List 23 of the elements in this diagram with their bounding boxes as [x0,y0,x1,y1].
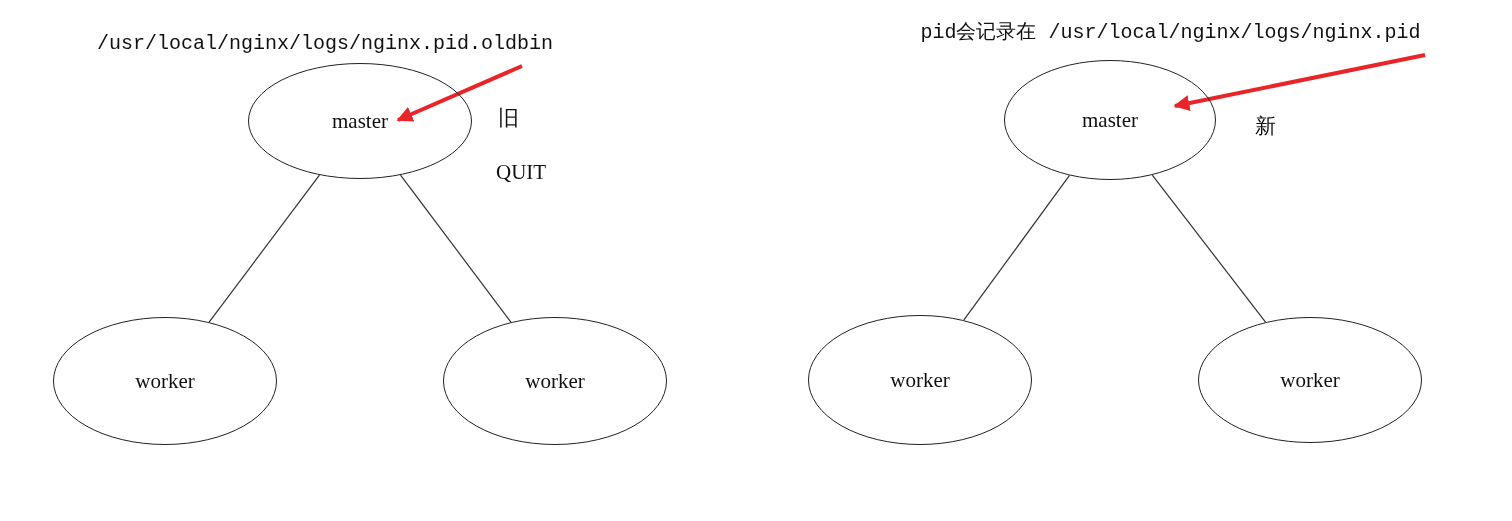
process-ellipse [1198,317,1422,443]
arrow [396,64,523,122]
node-label: worker [1280,367,1340,393]
connector-line [208,174,321,323]
file-path-note: pid会记录在 /usr/local/nginx/logs/nginx.pid [920,19,1421,45]
node-label: master [1082,107,1138,133]
annotation-text: QUIT [496,160,547,185]
connector-line [399,174,512,323]
node-label: worker [525,368,585,394]
annotation-text: 旧 [498,105,519,132]
arrow [1173,53,1426,111]
connector-line [1151,174,1267,323]
file-path-note: /usr/local/nginx/logs/nginx.pid.oldbin [96,31,554,55]
node-label: worker [135,368,195,394]
annotation-text: 新 [1255,113,1276,140]
process-ellipse [248,63,472,179]
process-ellipse [53,317,277,445]
process-ellipse [443,317,667,445]
connector-line [963,174,1071,321]
node-label: master [332,108,388,134]
node-label: worker [890,367,950,393]
process-ellipse [808,315,1032,445]
process-ellipse [1004,60,1216,180]
